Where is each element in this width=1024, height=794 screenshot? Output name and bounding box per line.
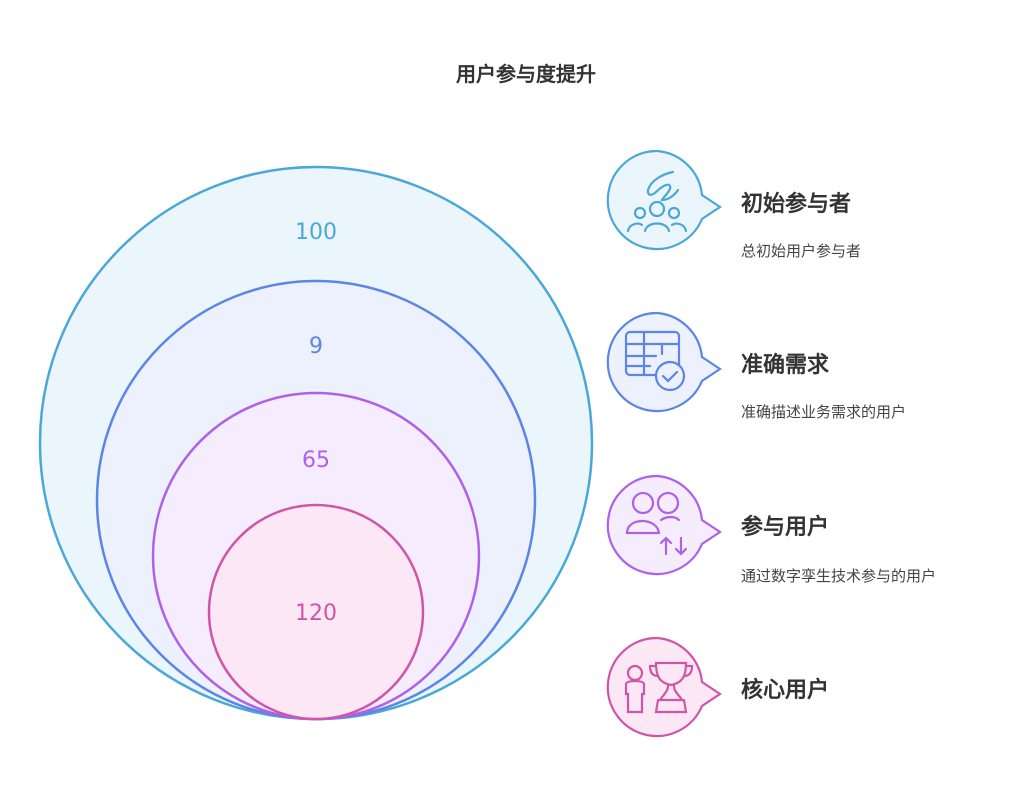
person-trophy-icon (606, 636, 722, 738)
label-core-users: 核心用户 (741, 678, 830, 703)
desc-engaged-users: 通过数字孪生技术参与的用户 (741, 567, 937, 585)
hand-over-group-icon (606, 149, 722, 251)
label-engaged-users: 参与用户 (741, 515, 830, 540)
table-check-icon (606, 311, 722, 413)
label-accurate-needs: 准确需求 (741, 353, 830, 378)
value-core-users: 120 (295, 601, 337, 626)
desc-initial-participants: 总初始用户参与者 (741, 242, 862, 260)
desc-accurate-needs: 准确描述业务需求的用户 (741, 403, 907, 421)
label-initial-participants: 初始参与者 (741, 192, 852, 217)
diagram-title: 用户参与度提升 (456, 62, 596, 86)
users-exchange-icon (606, 474, 722, 576)
circle-core-users (207, 503, 425, 721)
value-initial-participants: 100 (295, 220, 337, 245)
value-engaged-users: 65 (302, 448, 330, 473)
value-accurate-needs: 9 (309, 334, 323, 359)
